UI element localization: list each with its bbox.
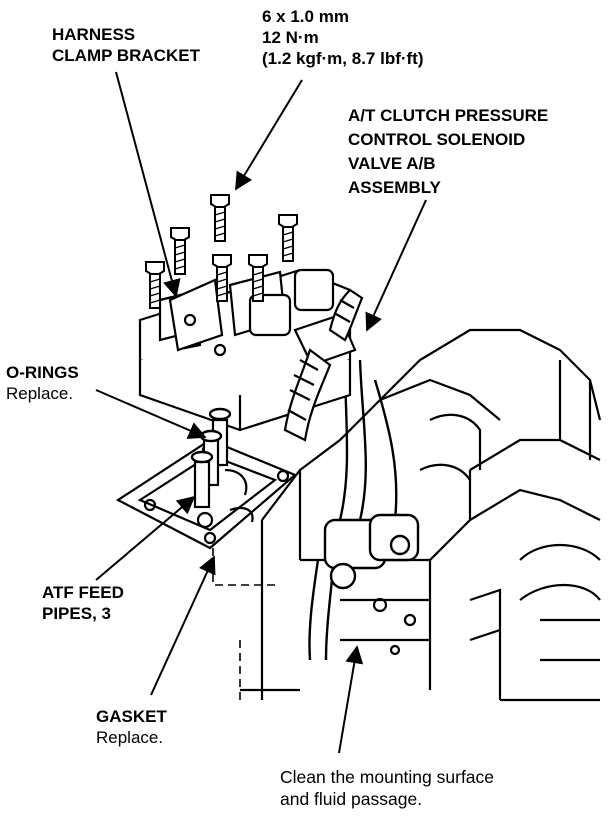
- label-solenoid-valve: A/T CLUTCH PRESSURE CONTROL SOLENOID VAL…: [348, 104, 548, 200]
- transmission-housing: [240, 328, 602, 702]
- label-line: Clean the mounting surface: [280, 767, 495, 787]
- bolt-size: 6 x 1.0 mm: [262, 7, 349, 26]
- label-bolt-spec: 6 x 1.0 mm 12 N·m (1.2 kgf·m, 8.7 lbf·ft…: [262, 6, 424, 69]
- o-rings-name: O-RINGS: [6, 363, 79, 382]
- label-line: HARNESS: [52, 25, 136, 44]
- arrow-harness-clamp-bracket: [115, 71, 181, 298]
- arrow-gasket: [150, 555, 216, 696]
- label-line: ATF FEED: [42, 583, 124, 602]
- label-line: CLAMP BRACKET: [52, 46, 200, 65]
- arrow-o-rings: [95, 389, 207, 439]
- solenoid-valve-assembly: [138, 268, 364, 442]
- label-line: VALVE A/B: [348, 154, 436, 173]
- label-line: ASSEMBLY: [348, 178, 441, 197]
- label-line: and fluid passage.: [280, 789, 423, 809]
- torque-alt-units: (1.2 kgf·m, 8.7 lbf·ft): [262, 49, 424, 68]
- label-line: PIPES, 3: [42, 604, 111, 623]
- wiring-harness: [308, 359, 420, 661]
- arrow-solenoid-valve: [365, 199, 427, 332]
- label-line: A/T CLUTCH PRESSURE: [348, 106, 549, 125]
- leader-arrows: [95, 71, 427, 754]
- arrow-clean-surface: [338, 645, 364, 754]
- arrow-bolt-spec: [235, 79, 303, 191]
- gasket-note: Replace.: [96, 728, 164, 747]
- o-rings: [190, 407, 232, 464]
- torque-nm: 12 N·m: [262, 28, 319, 47]
- label-harness-clamp-bracket: HARNESS CLAMP BRACKET: [52, 24, 200, 66]
- arrow-atf-feed-pipes: [95, 495, 196, 581]
- gasket-name: GASKET: [96, 707, 167, 726]
- alignment-lines: [212, 520, 275, 700]
- label-atf-feed-pipes: ATF FEED PIPES, 3: [42, 582, 124, 624]
- label-clean-note: Clean the mounting surface and fluid pas…: [280, 766, 494, 810]
- label-line: CONTROL SOLENOID: [348, 130, 526, 149]
- o-rings-note: Replace.: [6, 384, 74, 403]
- label-gasket: GASKET Replace.: [96, 706, 167, 748]
- label-o-rings: O-RINGS Replace.: [6, 362, 79, 404]
